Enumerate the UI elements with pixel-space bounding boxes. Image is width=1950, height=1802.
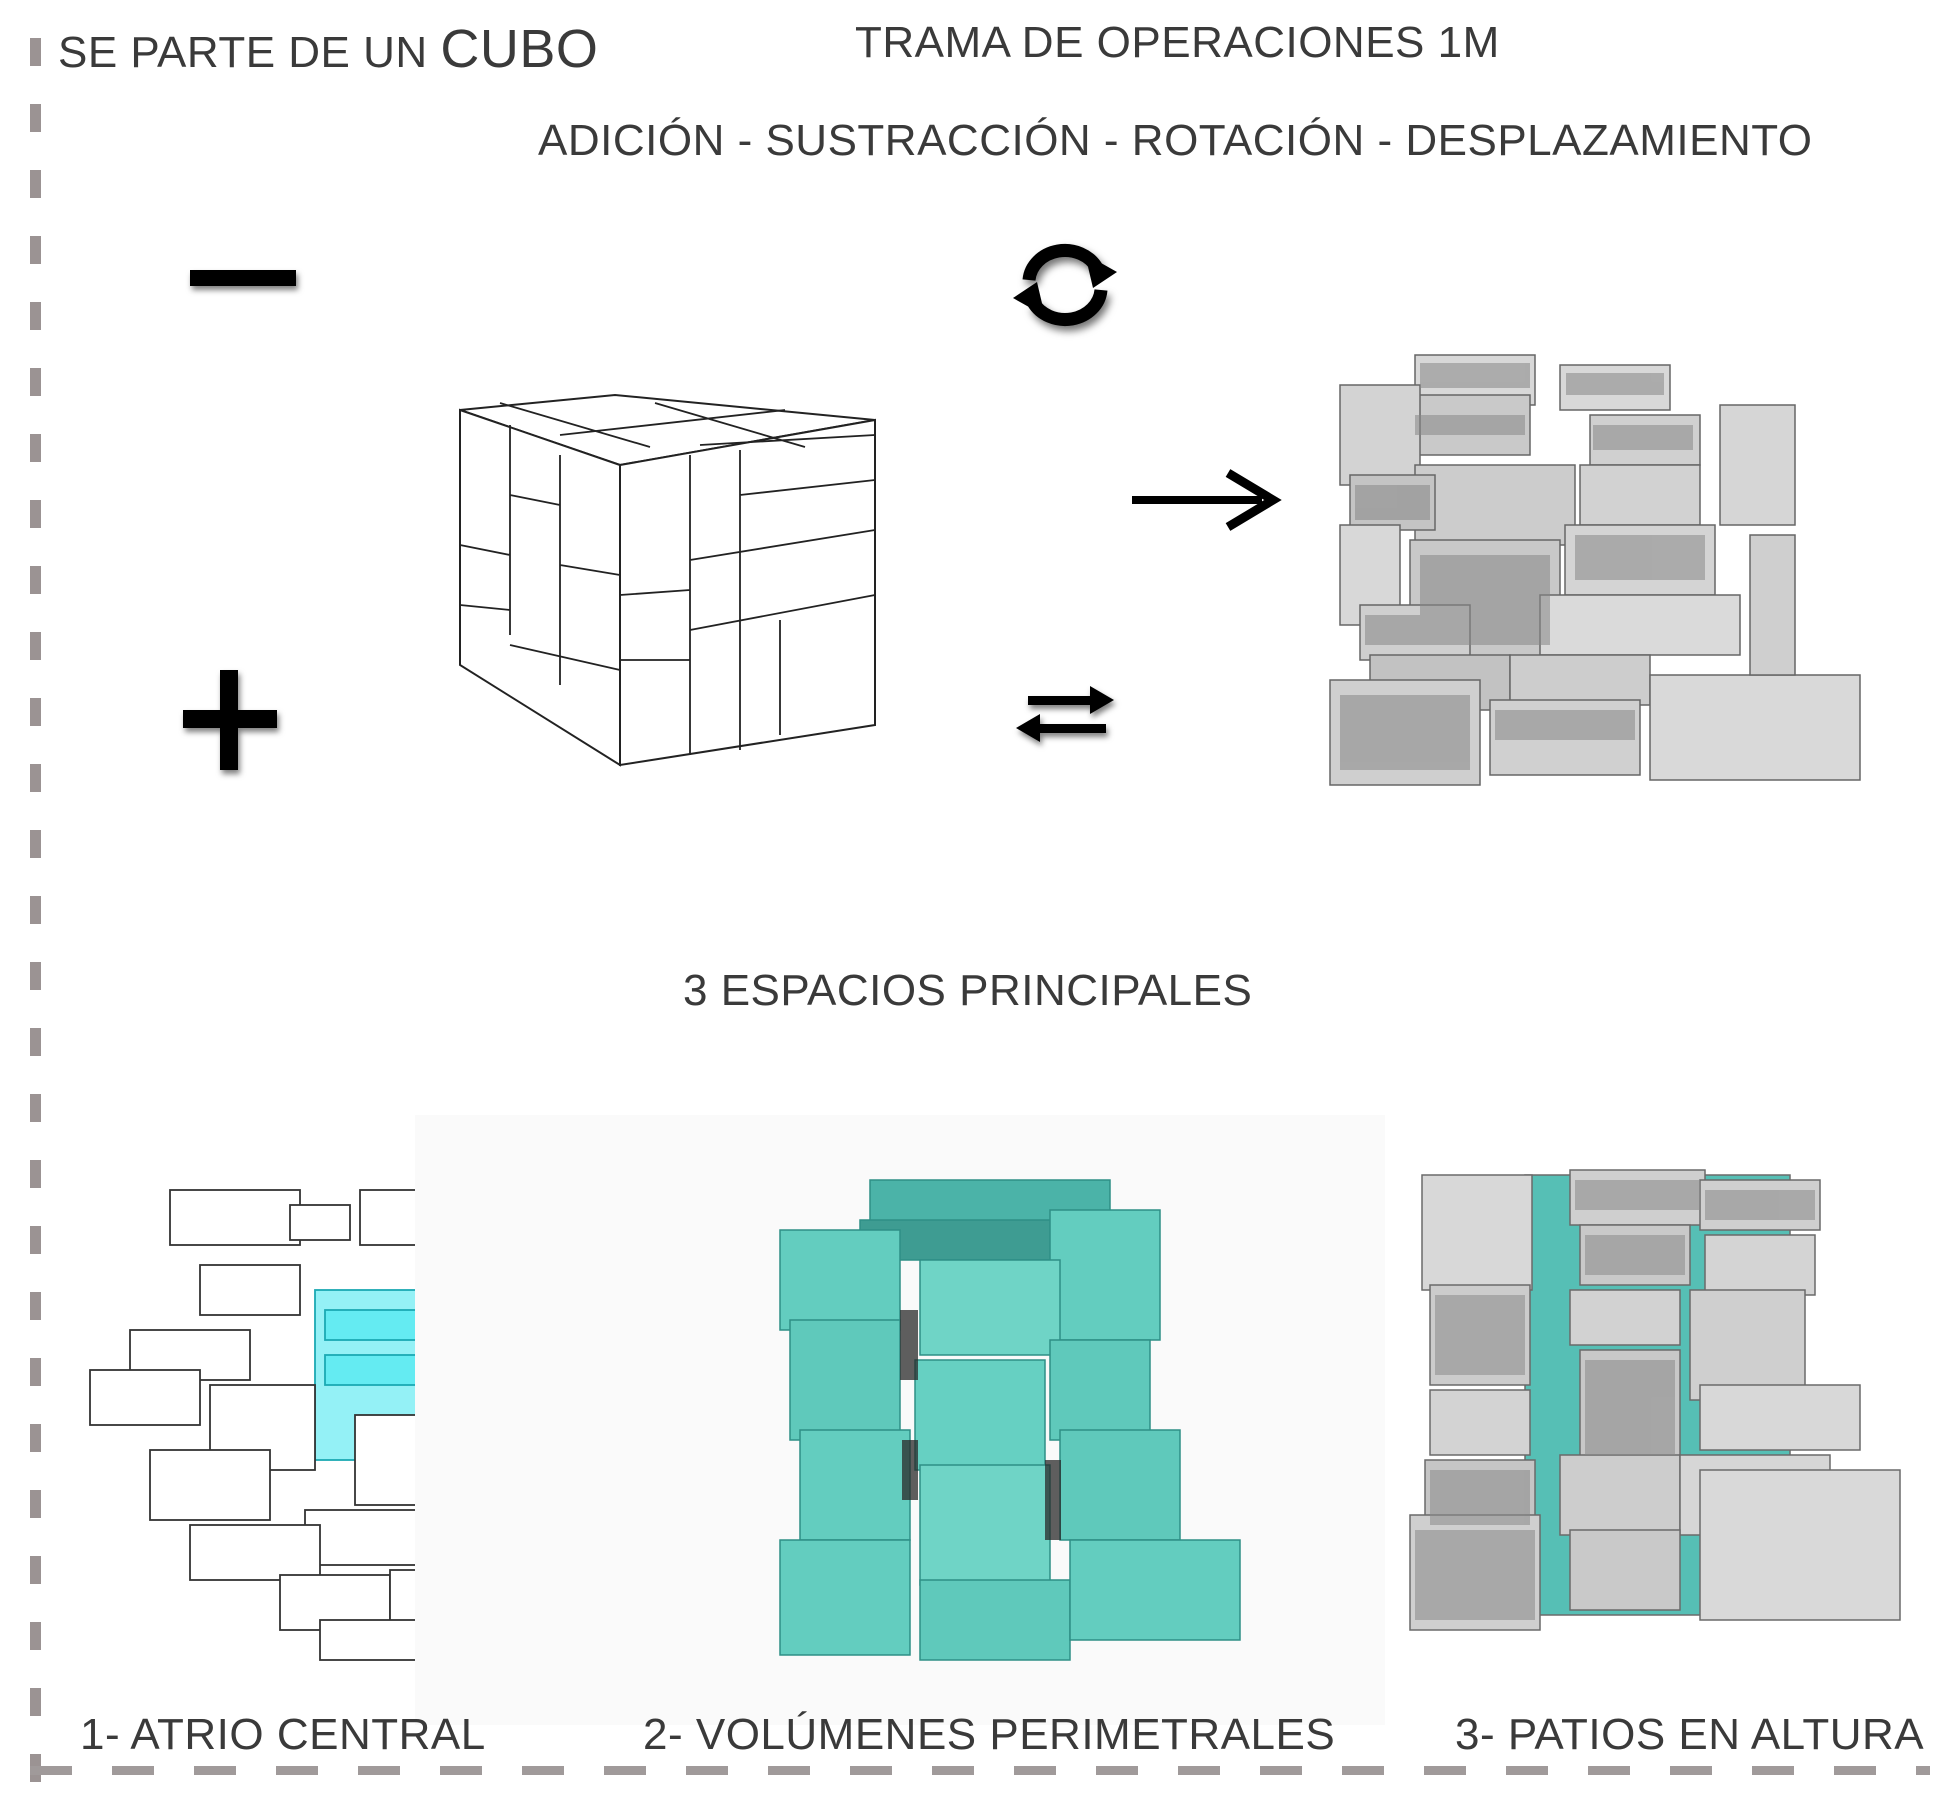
subtitle-emphasis: CUBO bbox=[440, 19, 599, 79]
subtitle-prefix: SE PARTE DE UN bbox=[58, 28, 428, 77]
minus-icon bbox=[190, 270, 296, 286]
stacked-building-render bbox=[1329, 354, 1861, 786]
elevated-patios-render bbox=[1409, 1169, 1901, 1631]
page-title: TRAMA DE OPERACIONES 1M bbox=[855, 18, 1500, 67]
subtitle: SE PARTE DE UN CUBO bbox=[58, 18, 598, 80]
operations-list: ADICIÓN - SUSTRACCIÓN - ROTACIÓN - DESPL… bbox=[538, 116, 1813, 165]
plus-icon bbox=[183, 670, 277, 770]
space-label-3: 3- PATIOS EN ALTURA bbox=[1455, 1710, 1925, 1759]
swap-arrows-icon bbox=[1016, 686, 1114, 742]
wireframe-cube bbox=[459, 393, 876, 767]
bottom-dashed-border bbox=[30, 1766, 1930, 1775]
section-heading: 3 ESPACIOS PRINCIPALES bbox=[683, 966, 1253, 1015]
left-dashed-border bbox=[30, 38, 41, 1783]
space-label-1: 1- ATRIO CENTRAL bbox=[80, 1710, 486, 1759]
rotate-icon bbox=[1013, 243, 1117, 327]
arrow-right-icon bbox=[1132, 469, 1282, 531]
space-label-2: 2- VOLÚMENES PERIMETRALES bbox=[643, 1710, 1336, 1759]
perimeter-volumes-render bbox=[779, 1179, 1241, 1661]
